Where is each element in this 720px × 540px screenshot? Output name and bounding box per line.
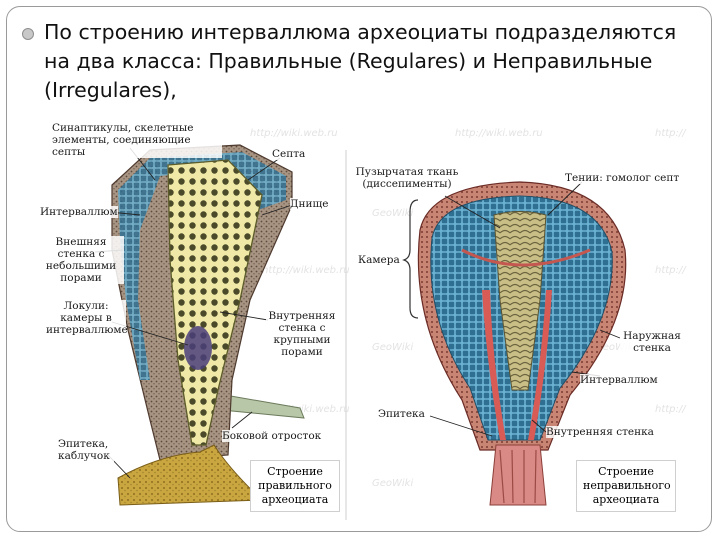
watermark: GeoWiki (372, 342, 414, 353)
loculus (184, 326, 212, 370)
label-lateral-process: Боковой отросток (222, 430, 322, 442)
label-outer-wall: Внешняя стенка с небольшими порами (38, 236, 124, 284)
watermark: http:// (655, 265, 686, 276)
epitheca-base (117, 444, 264, 506)
regular-archaeocyath-figure (111, 144, 305, 506)
intervallum-band (118, 152, 286, 380)
watermark: http:// (655, 404, 686, 415)
watermark: GeoWiki (372, 208, 414, 219)
inner-wall (528, 290, 552, 440)
chamber-bracket (402, 199, 419, 319)
label-bottom: Днище (290, 198, 329, 210)
watermark: http://wiki.web.ru (250, 128, 338, 139)
slide-title: По строению интерваллюма археоциаты подр… (44, 20, 677, 102)
label-inner-wall: Внутренняя стенка с крупными порами (266, 310, 338, 358)
label-chamber: Камера (358, 254, 400, 266)
right-leader-lines (429, 181, 621, 437)
label-epitheca: Эпитека, каблучок (58, 438, 114, 462)
watermark: http://wiki.web.ru (262, 265, 350, 276)
watermark: http://wiki.web.ru (262, 404, 350, 415)
label-intervallum-right: Интерваллюм (580, 374, 658, 386)
watermark: http://wiki.web.ru (455, 128, 543, 139)
label-inner-wall-right: Внутренняя стенка (546, 426, 654, 438)
label-loculi: Локули: камеры в интерваллюме (46, 300, 128, 336)
label-synapticula: Синаптикулы, скелетные элементы, соединя… (52, 122, 222, 158)
label-outer-wall-right: Наружная стенка (620, 330, 684, 354)
label-intervallum: Интерваллюм (40, 206, 118, 218)
caption-irregular: Строение неправильного археоциата (576, 460, 676, 512)
watermark: GeoWiki (372, 478, 414, 489)
bullet-icon (22, 28, 34, 40)
slide-frame (6, 6, 712, 532)
lateral-process (221, 394, 305, 419)
irregular-archaeocyath-figure (417, 181, 627, 506)
inner-wall (482, 290, 506, 440)
epitheca-stalk (489, 444, 547, 506)
tenia (461, 248, 591, 267)
inner-cup (167, 159, 263, 446)
label-vesicular: Пузырчатая ткань (диссепименты) (352, 166, 462, 190)
label-septa: Септа (272, 148, 306, 160)
watermark: http:// (655, 128, 686, 139)
vesicular-tissue (493, 211, 547, 391)
label-tenia: Тении: гомолог септ (565, 172, 680, 184)
label-epitheca-right: Эпитека (378, 408, 425, 420)
caption-regular: Строение правильного археоциата (250, 460, 340, 512)
watermark: GeoWiki (595, 342, 637, 353)
